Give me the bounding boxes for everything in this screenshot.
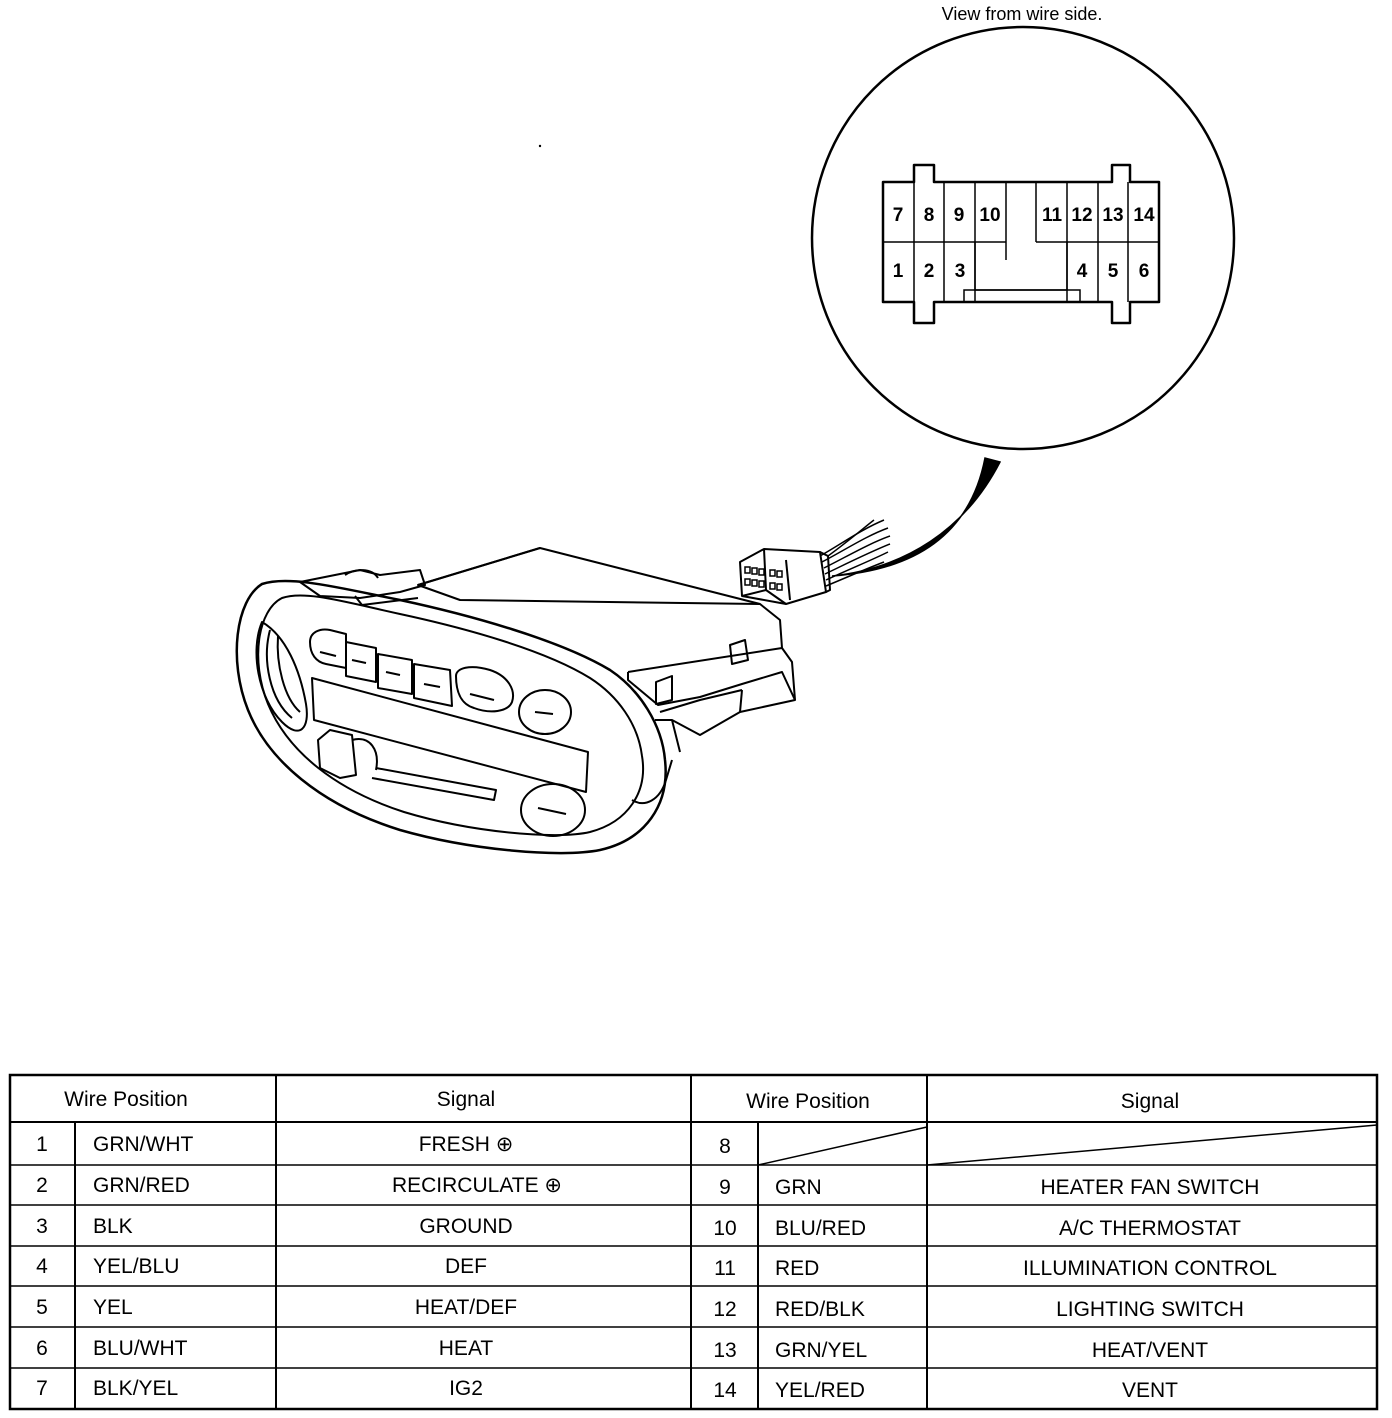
- empty-cell-slash: [926, 1124, 1378, 1166]
- row-pos: 6: [36, 1337, 48, 1360]
- row-signal: GROUND: [419, 1215, 512, 1238]
- row-pos: 13: [713, 1339, 736, 1362]
- row-color: GRN/YEL: [775, 1339, 867, 1362]
- row-pos: 14: [713, 1379, 737, 1402]
- row-signal: HEATER FAN SWITCH: [1041, 1176, 1260, 1199]
- row-signal: HEAT/VENT: [1092, 1339, 1208, 1362]
- row-pos: 12: [713, 1298, 736, 1321]
- view-caption: View from wire side.: [942, 4, 1103, 24]
- bottom-pin-row: 1 2 3 4 5 6: [893, 261, 1150, 282]
- row-color: GRN/WHT: [93, 1133, 193, 1156]
- row-color: GRN: [775, 1176, 822, 1199]
- table-border: [8, 1073, 1379, 1411]
- pin-label: 10: [979, 205, 1000, 226]
- row-color: RED/BLK: [775, 1298, 865, 1321]
- row-color: GRN/RED: [93, 1174, 190, 1197]
- row-signal: RECIRCULATE ⊕: [392, 1174, 562, 1197]
- row-pos: 4: [36, 1255, 48, 1278]
- row-signal: FRESH ⊕: [419, 1133, 514, 1156]
- right-rows: 8 9 GRN HEATER FAN SWITCH 10 BLU/RED A/C…: [713, 1135, 1277, 1402]
- header-wire-position: Wire Position: [64, 1088, 188, 1111]
- pin-label: 14: [1133, 205, 1155, 226]
- row-color: BLK: [93, 1215, 133, 1238]
- harness-wires: [819, 519, 891, 587]
- row-signal: A/C THERMOSTAT: [1059, 1217, 1241, 1240]
- row-pos: 3: [36, 1215, 48, 1238]
- row-signal: LIGHTING SWITCH: [1056, 1298, 1244, 1321]
- pin-label: 4: [1077, 261, 1088, 282]
- scan-dot: [538, 144, 542, 148]
- pin-label: 7: [893, 205, 904, 226]
- header-signal: Signal: [437, 1088, 495, 1111]
- row-color: YEL/RED: [775, 1379, 865, 1402]
- top-pin-row: 7 8 9 10 11 12 13 14: [893, 205, 1155, 226]
- row-signal: DEF: [445, 1255, 487, 1278]
- pin-label: 6: [1139, 261, 1150, 282]
- row-signal: IG2: [449, 1377, 483, 1400]
- row-pos: 5: [36, 1296, 48, 1319]
- magnified-view-circle: [810, 25, 1236, 451]
- harness-connector-plug: [739, 519, 891, 605]
- row-pos: 1: [36, 1133, 48, 1156]
- button-row: [309, 628, 586, 837]
- row-color: YEL/BLU: [93, 1255, 179, 1278]
- row-signal: HEAT/DEF: [415, 1296, 517, 1319]
- row-color: YEL: [93, 1296, 133, 1319]
- row-pos: 9: [719, 1176, 731, 1199]
- row-pos: 11: [714, 1257, 736, 1280]
- row-color: RED: [775, 1257, 819, 1280]
- row-pos: 7: [36, 1377, 48, 1400]
- left-rows: 1 GRN/WHT FRESH ⊕ 2 GRN/RED RECIRCULATE …: [36, 1133, 562, 1400]
- row-signal: VENT: [1122, 1379, 1178, 1402]
- pin-label: 5: [1108, 261, 1119, 282]
- empty-cell-slash: [757, 1126, 928, 1166]
- row-signal: ILLUMINATION CONTROL: [1023, 1257, 1277, 1280]
- pin-label: 13: [1102, 205, 1123, 226]
- heater-control-unit: [235, 547, 796, 855]
- header-wire-position: Wire Position: [746, 1090, 870, 1113]
- table-gridlines: [10, 1075, 1377, 1409]
- pin-label: 11: [1042, 205, 1063, 226]
- connector-grid: [883, 182, 1159, 302]
- connector-housing: [881, 163, 1161, 325]
- pin-label: 9: [954, 205, 965, 226]
- row-color: BLU/RED: [775, 1217, 866, 1240]
- row-signal: HEAT: [439, 1337, 494, 1360]
- row-pos: 10: [713, 1217, 736, 1240]
- pin-label: 8: [924, 205, 935, 226]
- header-signal: Signal: [1121, 1090, 1179, 1113]
- pin-label: 2: [924, 261, 935, 282]
- connector-face: 7 8 9 10 11 12 13 14 1 2 3 4 5 6: [881, 163, 1161, 325]
- row-color: BLK/YEL: [93, 1377, 178, 1400]
- pin-label: 3: [955, 261, 966, 282]
- row-color: BLU/WHT: [93, 1337, 188, 1360]
- row-pos: 2: [36, 1174, 48, 1197]
- wire-position-table: Wire Position Signal Wire Position Signa…: [8, 1073, 1379, 1411]
- row-pos: 8: [719, 1135, 731, 1158]
- leader-line: [831, 457, 1002, 577]
- pin-label: 1: [893, 261, 904, 282]
- pin-label: 12: [1071, 205, 1092, 226]
